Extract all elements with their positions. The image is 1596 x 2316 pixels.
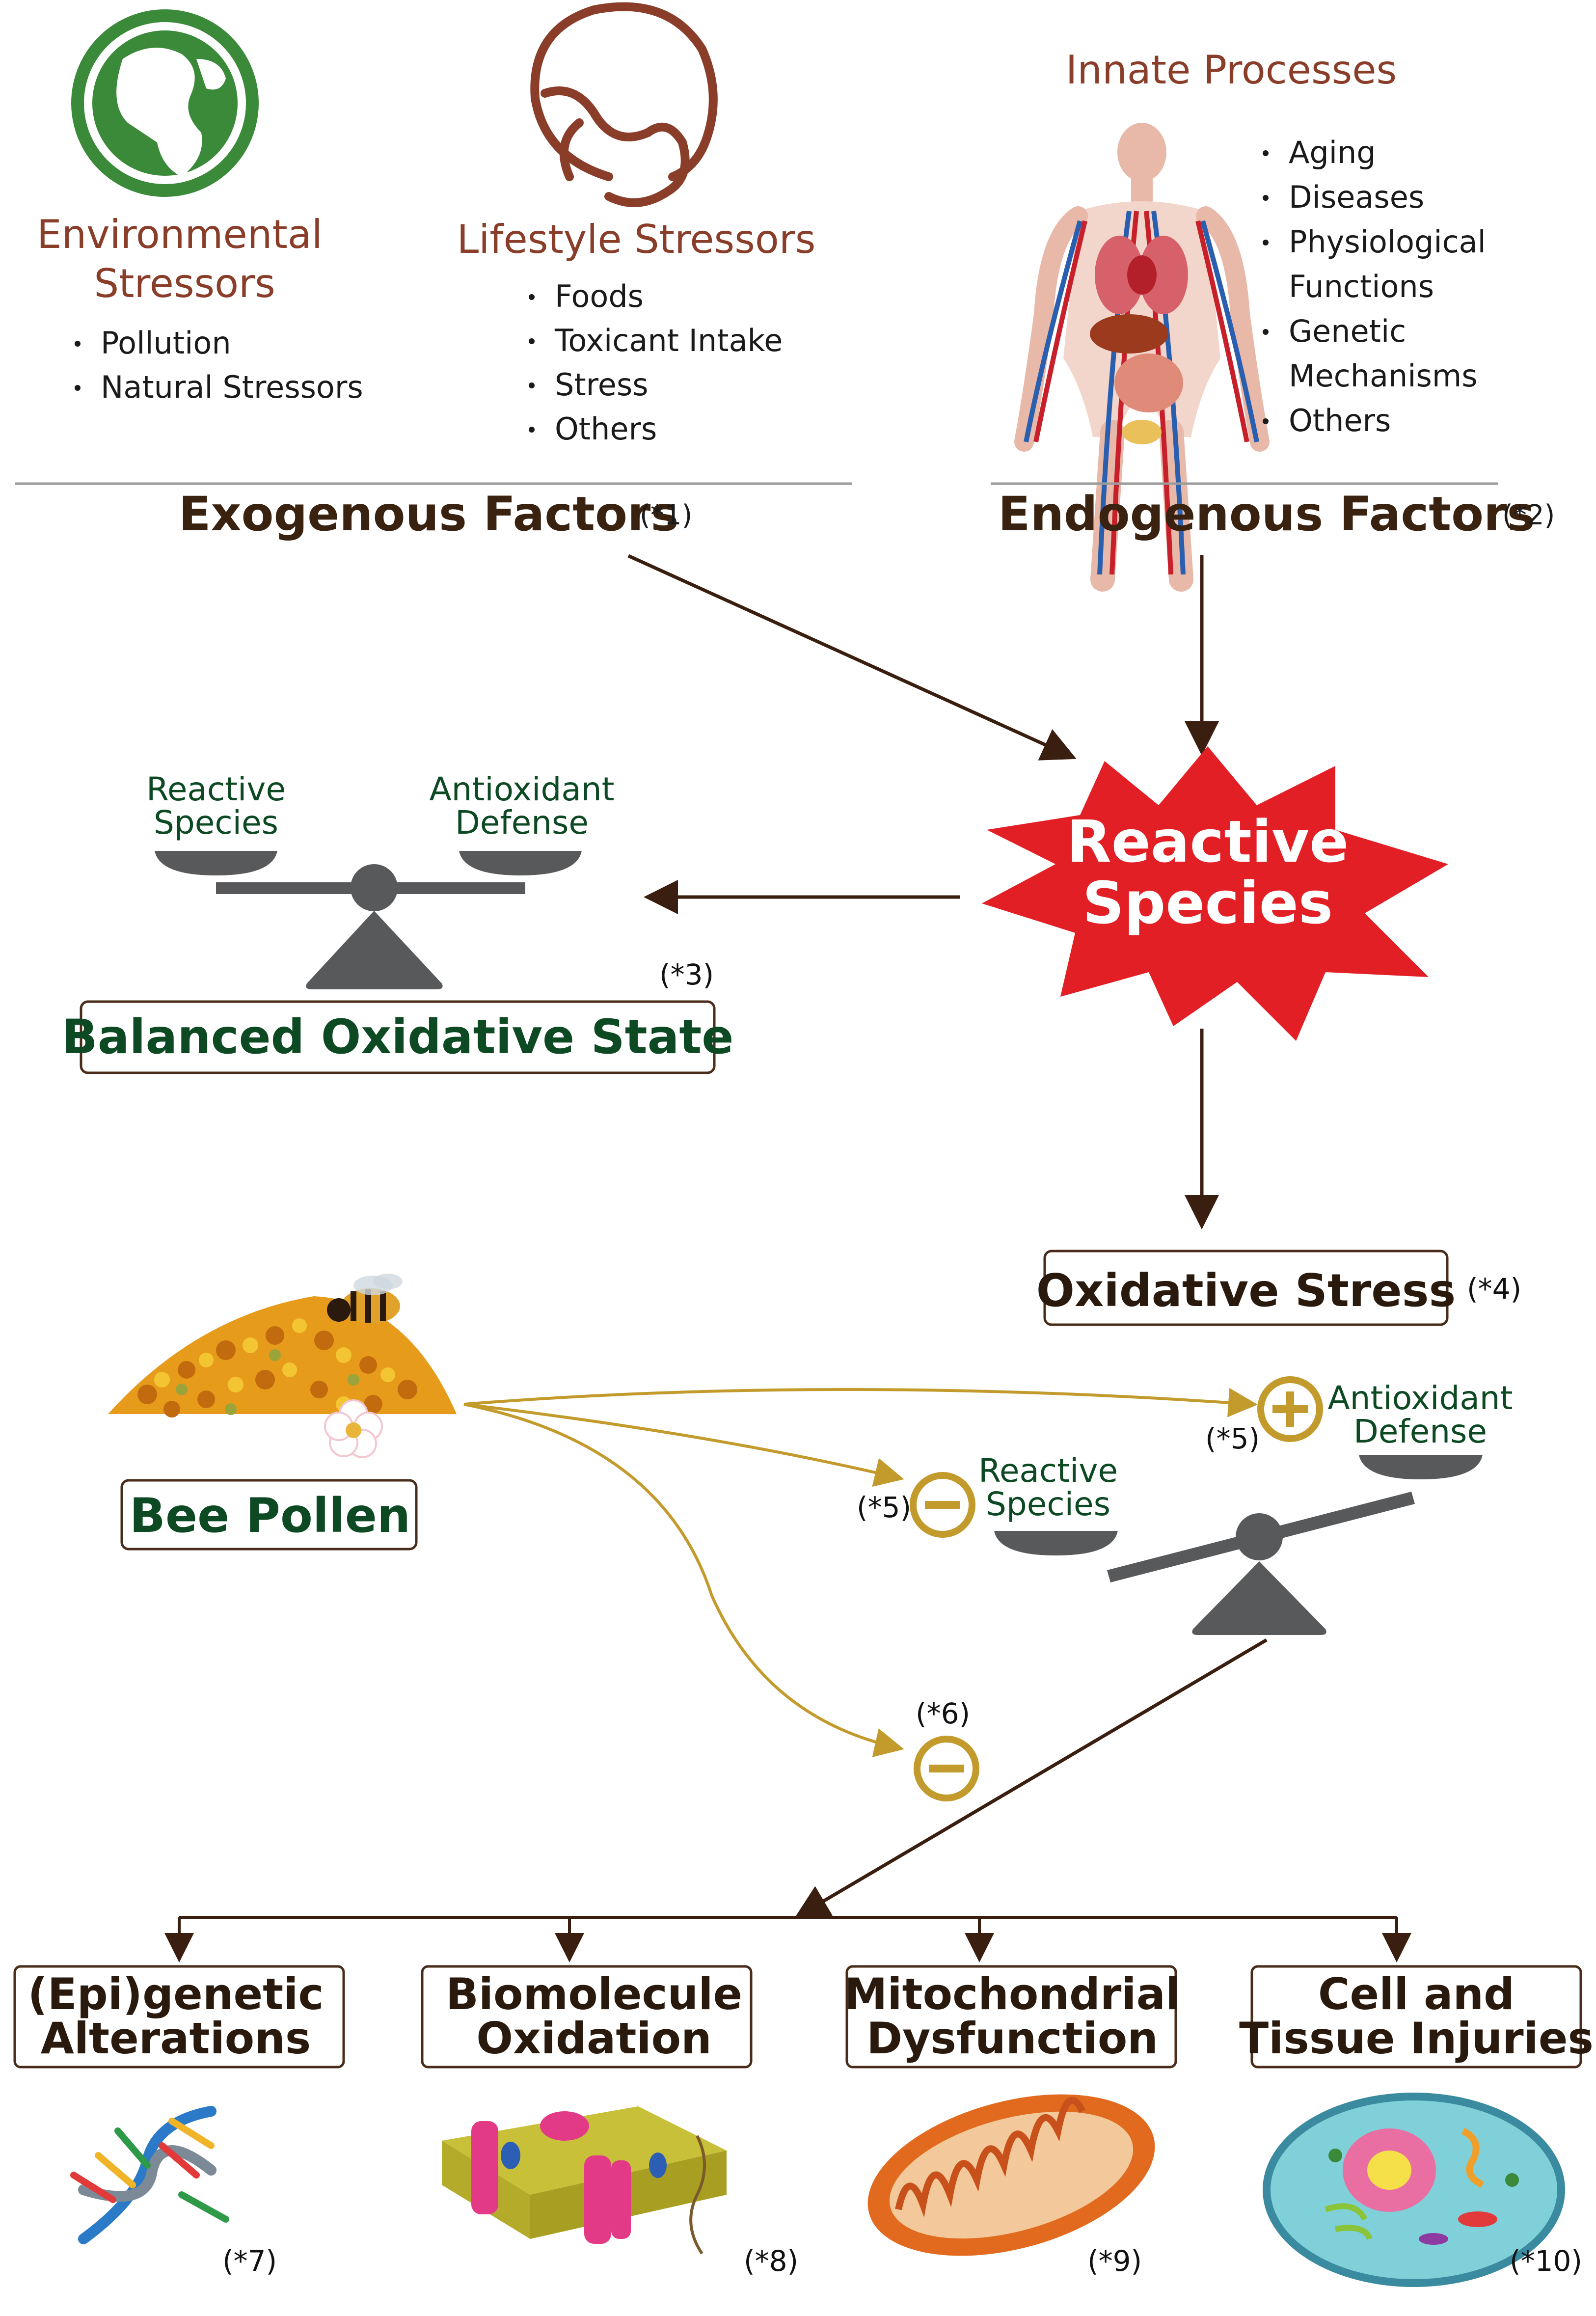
innate-item-aging: Aging	[1289, 135, 1376, 170]
environmental-title-line1: Environmental	[37, 212, 323, 257]
outcome-cell-line2: Tissue Injuries	[1239, 2013, 1594, 2064]
outcome-mitochondrial-note: (*9)	[1087, 2244, 1142, 2278]
outcome-box-epigenetic	[13, 1965, 345, 2069]
imbalance-reactive-line1: Reactive	[978, 1452, 1118, 1490]
face-mask-icon	[530, 2, 718, 207]
innate-item-others: Others	[1289, 403, 1391, 438]
balanced-box	[80, 1000, 716, 1074]
plus-note: (*5)	[1205, 1422, 1260, 1455]
dna-icon	[70, 2106, 229, 2244]
lifestyle-item-foods: Foods	[555, 278, 644, 314]
outcome-biomolecule-line2: Oxidation	[476, 2013, 711, 2064]
mitochondrion-icon	[867, 2094, 1155, 2256]
oxidative-stress-label: Oxidative Stress	[1036, 1264, 1456, 1317]
cell-membrane-icon	[442, 2106, 727, 2255]
balanced-left-line1: Reactive	[146, 770, 286, 808]
reactive-species-line1: Reactive	[1067, 808, 1349, 875]
human-anatomy-icon	[1014, 123, 1270, 592]
animal-cell-icon	[1263, 2093, 1565, 2287]
outcome-distribution-lines	[164, 1916, 1411, 1962]
innate-item-physiological: Physiological	[1289, 224, 1486, 260]
bee-pollen-box	[120, 1479, 418, 1551]
outcome-box-mitochondrial	[845, 1965, 1177, 2069]
innate-item-diseases: Diseases	[1289, 179, 1424, 215]
outcome-biomolecule-note: (*8)	[744, 2244, 798, 2278]
innate-item-genetic: Genetic	[1289, 313, 1406, 349]
imbalance-to-outcomes-arrow	[794, 1638, 1268, 1919]
outcome-epigenetic-line1: (Epi)genetic	[27, 1969, 324, 2019]
damage-note: (*6)	[916, 1697, 970, 1730]
balanced-left-line2: Species	[154, 804, 278, 842]
lifestyle-item-toxicant: Toxicant Intake	[554, 323, 783, 358]
lifestyle-title: Lifestyle Stressors	[457, 217, 816, 262]
decrease-minus-icon	[910, 1472, 975, 1538]
reactive-species-line2: Species	[1082, 869, 1333, 937]
pollen-to-reactive-arrow	[463, 1403, 904, 1487]
environmental-item-pollution: Pollution	[101, 325, 231, 361]
balanced-right-line1: Antioxidant	[430, 770, 615, 808]
lifestyle-item-others: Others	[555, 411, 657, 447]
imbalance-reactive-line2: Species	[986, 1485, 1110, 1523]
minus-note: (*5)	[857, 1491, 911, 1524]
exogenous-label: Exogenous Factors	[179, 487, 678, 542]
balanced-note: (*3)	[659, 958, 714, 991]
exogenous-to-reactive-arrow	[627, 554, 1077, 761]
balanced-right-line2: Defense	[455, 804, 589, 842]
imbalanced-scale-icon	[994, 1455, 1483, 1635]
endogenous-note: (*2)	[1502, 499, 1555, 531]
outcome-box-cell	[1250, 1965, 1582, 2069]
bee-pollen-icon	[108, 1296, 457, 1458]
innate-item-functions: Functions	[1289, 269, 1434, 304]
outcome-cell-line1: Cell and	[1318, 1969, 1515, 2019]
increase-plus-icon	[1257, 1376, 1323, 1442]
endogenous-label: Endogenous Factors	[998, 487, 1535, 542]
outcome-cell-note: (*10)	[1510, 2244, 1582, 2278]
oxidative-stress-note: (*4)	[1467, 1272, 1521, 1306]
innate-title: Innate Processes	[1066, 47, 1397, 93]
outcome-mitochondrial-line2: Dysfunction	[866, 2013, 1158, 2064]
damage-minus-icon	[914, 1736, 979, 1801]
environmental-item-natural: Natural Stressors	[101, 369, 363, 405]
reactive-burst-icon	[982, 746, 1448, 1041]
outcome-box-biomolecule	[421, 1965, 753, 2069]
outcome-biomolecule-line1: Biomolecule	[446, 1969, 742, 2019]
balance-scale-icon	[155, 851, 582, 989]
globe-icon	[71, 9, 259, 197]
imbalance-antioxidant-line1: Antioxidant	[1328, 1379, 1513, 1417]
pollen-to-antioxidant-arrow	[463, 1388, 1258, 1417]
environmental-title-line2: Stressors	[94, 261, 275, 306]
bee-pollen-label: Bee Pollen	[130, 1488, 410, 1543]
imbalance-antioxidant-line2: Defense	[1353, 1413, 1487, 1450]
innate-item-mechanisms: Mechanisms	[1289, 358, 1478, 394]
pollen-to-damage-arrow	[463, 1403, 904, 1757]
outcome-epigenetic-note: (*7)	[222, 2244, 277, 2278]
outcome-mitochondrial-line1: Mitochondrial	[844, 1969, 1180, 2019]
balanced-label: Balanced Oxidative State	[62, 1009, 734, 1064]
bee-icon	[327, 1274, 403, 1324]
lifestyle-item-stress: Stress	[555, 367, 649, 403]
oxidative-stress-box	[1043, 1250, 1449, 1326]
exogenous-note: (*1)	[640, 499, 692, 531]
outcome-epigenetic-line2: Alterations	[41, 2013, 311, 2064]
